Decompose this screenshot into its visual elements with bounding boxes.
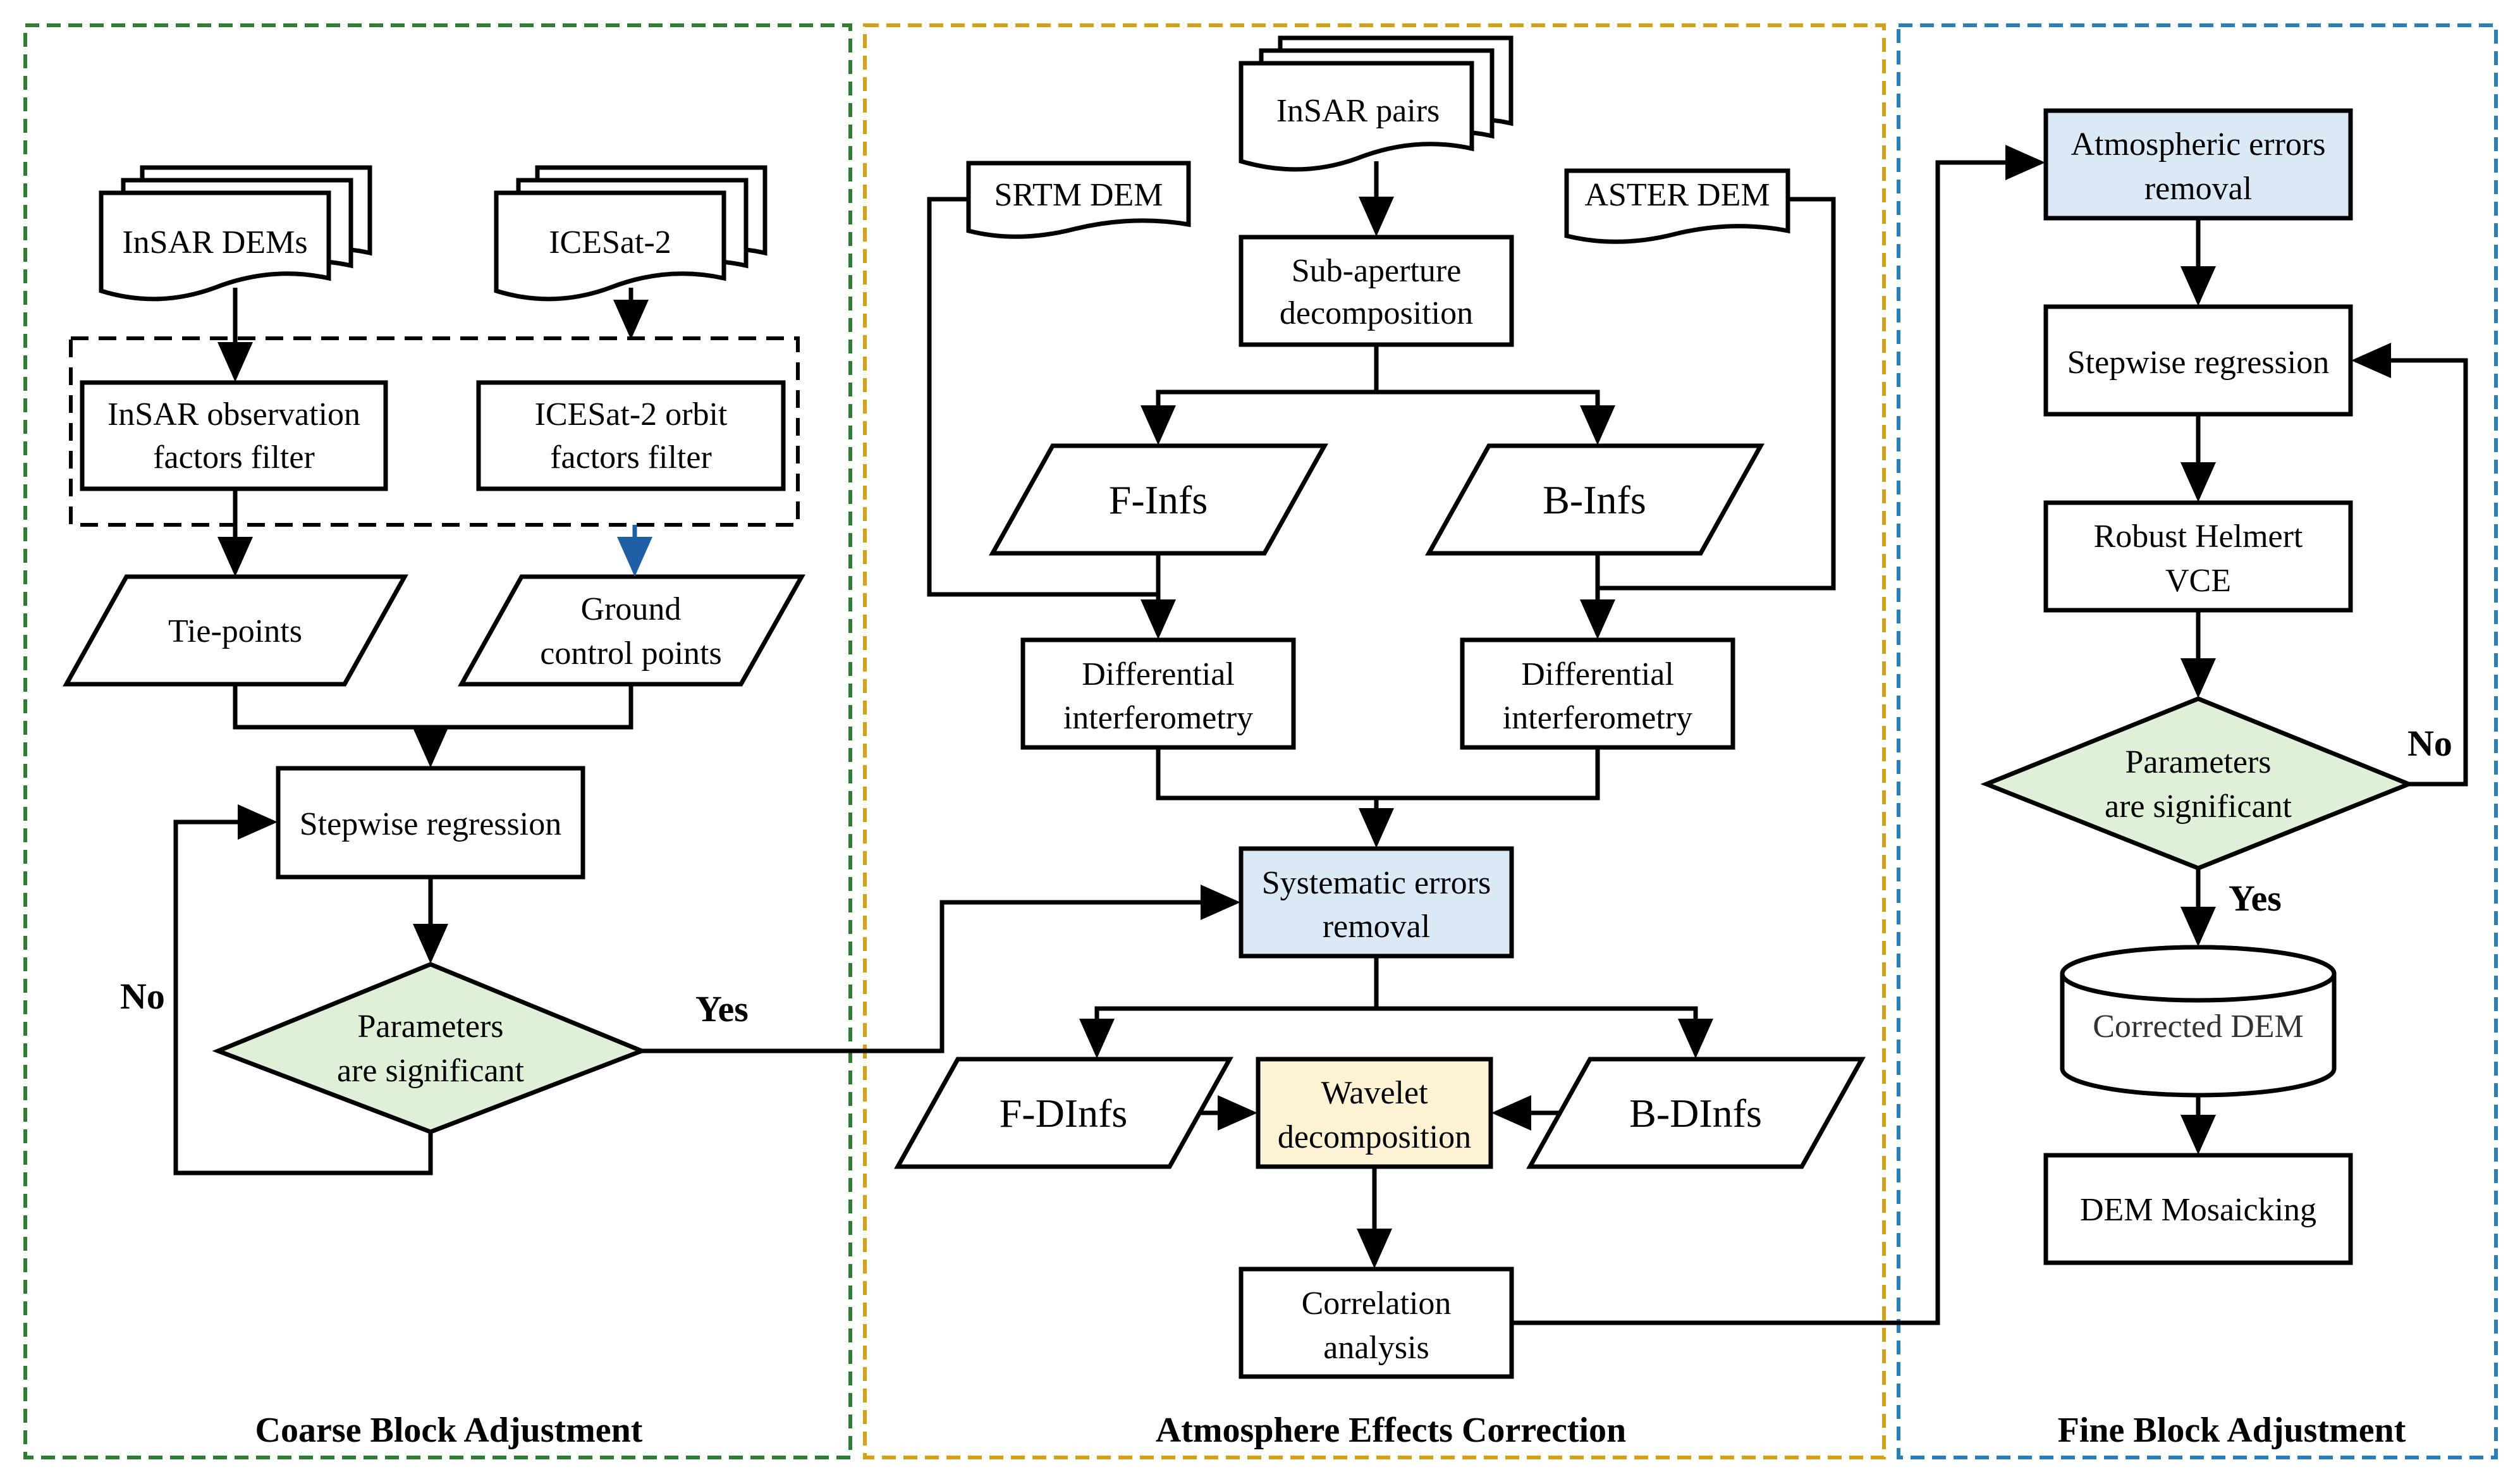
fine-decision-line1: Parameters [2125,744,2271,780]
diff-left-line1: Differential [1082,656,1235,692]
panel-fine [1897,23,2498,1459]
f-infs-label: F-Infs [1109,477,1208,522]
gcp-line1: Ground [581,591,682,627]
b-dinfs-label: B-DInfs [1629,1091,1762,1136]
insar-dems-label: InSAR DEMs [122,224,307,261]
f-dinfs-label: F-DInfs [1000,1091,1128,1136]
systematic-line1: Systematic errors [1262,865,1491,901]
insar-dems-node: InSAR DEMs [99,165,372,302]
panel-coarse [23,23,852,1459]
filter-group [69,336,800,527]
icesat2-label: ICESat-2 [549,224,671,261]
coarse-yes-label: Yes [695,988,749,1029]
srtm-node: SRTM DEM [966,161,1191,239]
gcp-line2: control points [540,635,721,672]
diff-right-line2: interferometry [1503,700,1692,736]
fine-decision-line2: are significant [2105,789,2292,825]
aster-label: ASTER DEM [1584,177,1770,213]
b-infs-label: B-Infs [1543,477,1646,522]
coarse-stepwise-node: Stepwise regression [276,766,585,880]
srtm-label: SRTM DEM [994,177,1163,213]
diff-right-line1: Differential [1521,656,1674,692]
wavelet-node: Wavelet decomposition [1256,1057,1493,1169]
tie-points-label: Tie-points [168,613,302,649]
diff-left-line2: interferometry [1063,700,1253,736]
mosaicking-label: DEM Mosaicking [2080,1192,2316,1228]
wavelet-line2: decomposition [1278,1119,1471,1155]
icesat-filter-line1: ICESat-2 orbit [535,396,728,433]
gcp-node: Ground control points [458,574,805,687]
icesat-filter-node: ICESat-2 orbit factors filter [476,380,786,491]
fine-stepwise-label: Stepwise regression [2067,345,2329,381]
tie-points-node: Tie-points [63,574,408,687]
systematic-line2: removal [1323,909,1430,945]
diff-left-node: Differential interferometry [1020,637,1296,750]
f-infs-node: F-Infs [989,443,1328,556]
fine-section-title: Fine Block Adjustment [2058,1411,2406,1450]
b-dinfs-node: B-DInfs [1526,1057,1866,1169]
subaperture-line1: Sub-aperture [1292,253,1462,289]
helmert-line2: VCE [2165,563,2231,599]
helmert-line1: Robust Helmert [2094,519,2303,555]
fine-yes-label: Yes [2229,878,2282,919]
insar-filter-line2: factors filter [153,439,315,476]
coarse-no-label: No [120,976,165,1017]
insar-filter-line1: InSAR observation [107,396,360,433]
correlation-line1: Correlation [1302,1286,1452,1322]
fine-no-label: No [2407,723,2452,764]
coarse-stepwise-label: Stepwise regression [300,806,561,842]
mosaicking-node: DEM Mosaicking [2043,1153,2353,1265]
subaperture-line2: decomposition [1280,295,1473,331]
icesat2-node: ICESat-2 [494,165,768,302]
fine-stepwise-node: Stepwise regression [2043,304,2353,417]
fine-decision-node: Parameters are significant [1980,696,2415,871]
aster-node: ASTER DEM [1564,168,1790,244]
corrected-dem-node: Corrected DEM [2060,945,2337,1098]
subaperture-node: Sub-aperture decomposition [1239,235,1514,347]
insar-filter-node: InSAR observation factors filter [80,380,388,491]
insar-pairs-label: InSAR pairs [1276,93,1440,129]
diff-right-node: Differential interferometry [1460,637,1735,750]
correlation-line2: analysis [1323,1330,1429,1366]
icesat-filter-line2: factors filter [550,439,712,476]
helmert-node: Robust Helmert VCE [2043,500,2353,613]
coarse-decision-node: Parameters are significant [212,962,648,1134]
atmosphere-section-title: Atmosphere Effects Correction [1156,1411,1626,1450]
coarse-decision-line2: are significant [337,1053,525,1089]
atmos-removal-line1: Atmospheric errors [2071,126,2326,163]
f-dinfs-node: F-DInfs [894,1057,1233,1169]
insar-pairs-node: InSAR pairs [1239,35,1514,172]
atmos-removal-node: Atmospheric errors removal [2043,108,2353,221]
corrected-dem-label: Corrected DEM [2093,1009,2304,1045]
atmos-removal-line2: removal [2144,171,2252,207]
wavelet-line1: Wavelet [1321,1075,1428,1111]
correlation-node: Correlation analysis [1239,1267,1514,1379]
coarse-section-title: Coarse Block Adjustment [255,1411,643,1450]
b-infs-node: B-Infs [1425,443,1765,556]
systematic-node: Systematic errors removal [1239,846,1514,959]
coarse-decision-line1: Parameters [357,1009,503,1045]
